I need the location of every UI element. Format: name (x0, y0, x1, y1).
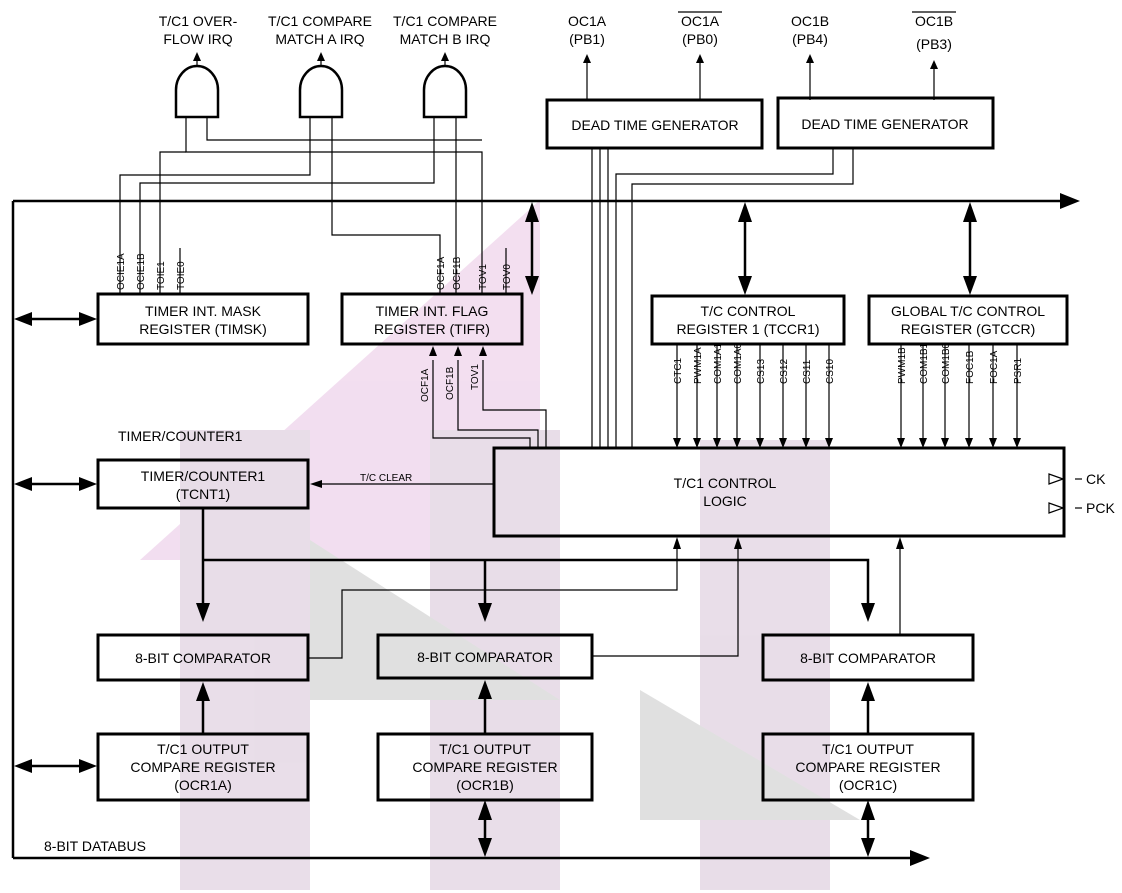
svg-text:TIMER/COUNTER1: TIMER/COUNTER1 (141, 468, 266, 484)
compb-irq-label-1: T/C1 COMPARE (393, 13, 497, 29)
timsk-bits: OCIE1A OCIE1B TOIE1 TOIE0 (116, 253, 187, 290)
svg-text:8-BIT COMPARATOR: 8-BIT COMPARATOR (135, 650, 271, 666)
comparator-b: 8-BIT COMPARATOR (376, 633, 594, 680)
compa-irq-label-1: T/C1 COMPARE (268, 13, 372, 29)
svg-text:(OCR1B): (OCR1B) (456, 777, 514, 793)
ocr1a-register: T/C1 OUTPUT COMPARE REGISTER (OCR1A) (96, 732, 310, 802)
tccr1-bit-lines (673, 344, 833, 448)
databus-label: 8-BIT DATABUS (44, 838, 146, 854)
oc1a-pin-label: (PB1) (569, 31, 605, 47)
tc-clear-label: T/C CLEAR (360, 473, 412, 484)
oc1a-inverted-label: OC1A (681, 13, 720, 29)
bit-toie1: TOIE1 (156, 261, 167, 290)
gtccr-bits: PWM1B COM1B1 COM1B0 FOC1B FOC1A PSR1 (897, 342, 1024, 384)
bit-tov1-top: TOV1 (478, 264, 489, 290)
svg-text:REGISTER (TIMSK): REGISTER (TIMSK) (139, 321, 267, 337)
watermark-wedge-right (640, 690, 860, 820)
svg-text:T/C1 OUTPUT: T/C1 OUTPUT (822, 741, 914, 757)
svg-text:T/C1 OUTPUT: T/C1 OUTPUT (157, 741, 249, 757)
bit-cs11: CS11 (802, 359, 813, 384)
oc1b-pin-label: (PB4) (792, 31, 828, 47)
compb-irq-label-2: MATCH B IRQ (400, 31, 491, 47)
ck-label: CK (1086, 471, 1106, 487)
section-label: TIMER/COUNTER1 (118, 428, 243, 444)
tccr1-bits: CTC1 PWM1A COM1A1 COM1A0 CS13 CS12 CS11 … (673, 342, 836, 384)
svg-text:REGISTER (GTCCR): REGISTER (GTCCR) (901, 321, 1036, 337)
bit-ocf1a: OCF1A (420, 368, 431, 402)
comparator-a: 8-BIT COMPARATOR (96, 633, 310, 682)
bit-com1b1: COM1B1 (919, 342, 930, 384)
ocr1c-register: T/C1 OUTPUT COMPARE REGISTER (OCR1C) (761, 732, 975, 802)
pck-label: PCK (1086, 500, 1115, 516)
bit-cs10: CS10 (825, 359, 836, 384)
gtccr-register: GLOBAL T/C CONTROL REGISTER (GTCCR) (867, 294, 1069, 346)
tifr-bits-top: OCF1A OCF1B TOV1 TOV0 (436, 256, 513, 290)
ocr1b-register: T/C1 OUTPUT COMPARE REGISTER (OCR1B) (376, 732, 594, 802)
bit-com1a0: COM1A0 (733, 342, 744, 384)
compa-irq-label-2: MATCH A IRQ (275, 31, 364, 47)
svg-text:8-BIT COMPARATOR: 8-BIT COMPARATOR (417, 649, 553, 665)
bit-ocf1a-top: OCF1A (436, 256, 447, 290)
svg-text:DEAD TIME GENERATOR: DEAD TIME GENERATOR (801, 116, 968, 132)
tccr1-register: T/C CONTROL REGISTER 1 (TCCR1) (650, 294, 846, 346)
bit-ocie1b: OCIE1B (136, 253, 147, 290)
oc1b-label: OC1B (791, 13, 829, 29)
svg-text:COMPARE REGISTER: COMPARE REGISTER (130, 759, 275, 775)
bit-foc1a: FOC1A (989, 350, 1000, 384)
svg-text:T/C1 OUTPUT: T/C1 OUTPUT (439, 741, 531, 757)
bit-tov1: TOV1 (470, 364, 481, 390)
and-gate-compare-a (298, 64, 344, 119)
gtccr-bit-lines (897, 344, 1021, 448)
svg-text:LOGIC: LOGIC (703, 493, 747, 509)
svg-text:REGISTER 1 (TCCR1): REGISTER 1 (TCCR1) (676, 321, 819, 337)
oc1a-label: OC1A (568, 13, 607, 29)
bit-psr1: PSR1 (1013, 357, 1024, 384)
svg-text:GLOBAL T/C CONTROL: GLOBAL T/C CONTROL (891, 303, 1045, 319)
oc1a-inverted-pin-label: (PB0) (682, 31, 718, 47)
bit-ctc1: CTC1 (673, 357, 684, 384)
bit-pwm1b: PWM1B (897, 347, 908, 384)
bit-ocf1b: OCF1B (445, 366, 456, 400)
svg-text:8-BIT COMPARATOR: 8-BIT COMPARATOR (800, 650, 936, 666)
oc1b-inverted-pin-label: (PB3) (916, 36, 952, 52)
svg-text:TIMER INT. FLAG: TIMER INT. FLAG (376, 303, 489, 319)
dead-time-generator-1: DEAD TIME GENERATOR (545, 98, 764, 150)
bit-toie0: TOIE0 (176, 261, 187, 290)
comparator-c: 8-BIT COMPARATOR (761, 633, 975, 682)
watermark-wedge (310, 540, 560, 700)
timsk-register: TIMER INT. MASK REGISTER (TIMSK) (96, 292, 310, 346)
bit-foc1b: FOC1B (965, 350, 976, 384)
svg-text:TIMER INT. MASK: TIMER INT. MASK (145, 303, 262, 319)
oc1b-inverted-label: OC1B (915, 13, 953, 29)
and-gate-compare-b (422, 64, 468, 119)
svg-text:T/C CONTROL: T/C CONTROL (701, 303, 796, 319)
svg-text:COMPARE REGISTER: COMPARE REGISTER (795, 759, 940, 775)
bit-tov0-top: TOV0 (502, 264, 513, 290)
bit-com1b0: COM1B0 (941, 342, 952, 384)
control-logic: T/C1 CONTROL LOGIC (492, 446, 1066, 538)
bit-cs13: CS13 (756, 359, 767, 384)
svg-text:DEAD TIME GENERATOR: DEAD TIME GENERATOR (571, 117, 738, 133)
tifr-bits-bottom: OCF1A OCF1B TOV1 (420, 364, 481, 402)
svg-text:(OCR1C): (OCR1C) (839, 777, 897, 793)
svg-text:(TCNT1): (TCNT1) (176, 486, 230, 502)
and-gate-overflow (174, 64, 220, 119)
svg-text:REGISTER (TIFR): REGISTER (TIFR) (374, 321, 490, 337)
bit-cs12: CS12 (779, 359, 790, 384)
bit-ocf1b-top: OCF1B (452, 256, 463, 290)
svg-text:(OCR1A): (OCR1A) (174, 777, 232, 793)
svg-text:COMPARE REGISTER: COMPARE REGISTER (412, 759, 557, 775)
dead-time-generator-2: DEAD TIME GENERATOR (776, 96, 995, 150)
bit-com1a1: COM1A1 (713, 342, 724, 384)
tifr-register: TIMER INT. FLAG REGISTER (TIFR) (340, 292, 524, 346)
svg-text:T/C1 CONTROL: T/C1 CONTROL (674, 475, 777, 491)
bit-ocie1a: OCIE1A (116, 253, 127, 290)
overflow-irq-label-1: T/C1 OVER- (159, 13, 238, 29)
bit-pwm1a: PWM1A (693, 347, 704, 384)
overflow-irq-label-2: FLOW IRQ (163, 31, 232, 47)
